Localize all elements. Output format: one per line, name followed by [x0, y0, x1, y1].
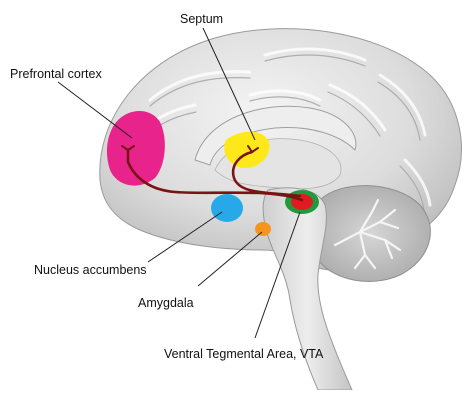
nucleus-accumbens-region [211, 194, 243, 222]
prefrontal-cortex-label: Prefrontal cortex [10, 67, 102, 81]
cerebellum [311, 186, 430, 282]
nucleus-accumbens-label: Nucleus accumbens [34, 263, 147, 277]
septum-label: Septum [180, 12, 223, 26]
amygdala-label: Amygdala [138, 296, 194, 310]
vta-label: Ventral Tegmental Area, VTA [164, 347, 324, 361]
amygdala-region [255, 222, 271, 236]
